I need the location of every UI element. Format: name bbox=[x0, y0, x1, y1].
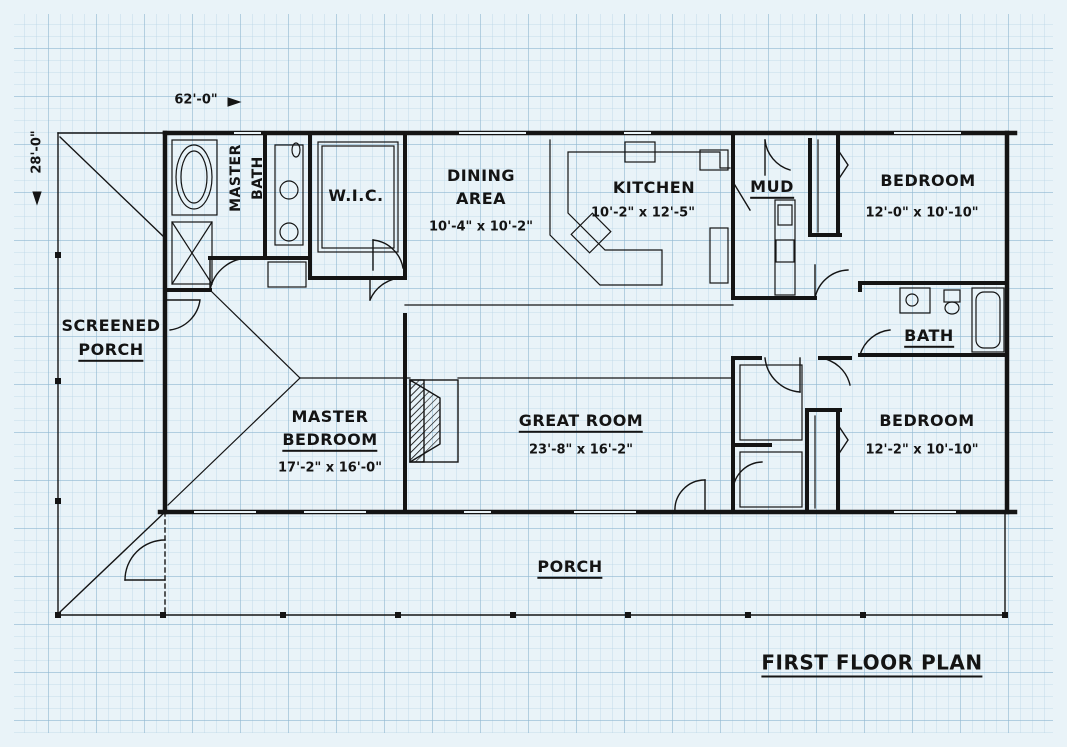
mud-fixtures bbox=[774, 199, 796, 296]
overall-depth-dimension: 28'-0" bbox=[29, 130, 45, 174]
exterior-walls bbox=[157, 130, 1018, 515]
windows bbox=[194, 132, 961, 513]
screened-porch-label-line1: SCREENED bbox=[61, 315, 161, 335]
bedroom-top-dimensions: 12'-0" x 10'-10" bbox=[865, 205, 979, 221]
grid bbox=[14, 14, 1053, 733]
kitchen-dimensions: 10'-2" x 12'-5" bbox=[590, 205, 696, 221]
kitchen-label: KITCHEN bbox=[612, 177, 696, 197]
interior-walls bbox=[163, 131, 1009, 514]
great-room-dimensions: 23'-8" x 16'-2" bbox=[528, 442, 634, 458]
plan-title: FIRST FLOOR PLAN bbox=[761, 650, 983, 678]
porch-posts bbox=[55, 252, 1008, 618]
master-bedroom-dimensions: 17'-2" x 16'-0" bbox=[277, 460, 383, 476]
bedroom-top-label: BEDROOM bbox=[880, 170, 976, 190]
bedroom-bottom-dimensions: 12'-2" x 10'-10" bbox=[865, 442, 979, 458]
bedroom-bottom-label: BEDROOM bbox=[879, 410, 975, 430]
kitchen-fixtures bbox=[549, 139, 731, 286]
great-room-label: GREAT ROOM bbox=[518, 410, 644, 433]
bath-fixtures bbox=[899, 287, 1005, 353]
width-arrow-icon bbox=[227, 97, 242, 107]
dining-area-dimensions: 10'-4" x 10'-2" bbox=[428, 219, 534, 235]
porch-label: PORCH bbox=[537, 556, 603, 579]
screened-porch-outline bbox=[57, 132, 1006, 616]
mud-room-label: MUD bbox=[750, 176, 794, 199]
dining-area-label-line1: DINING bbox=[446, 165, 516, 185]
master-bath-label-line2: BATH bbox=[249, 156, 266, 200]
vaulted-ceiling-lines bbox=[167, 289, 734, 506]
master-bath-fixtures bbox=[171, 139, 307, 288]
master-bedroom-label-line1: MASTER bbox=[291, 406, 369, 426]
master-bath-label-line1: MASTER bbox=[227, 144, 244, 212]
screened-porch-label-line2: PORCH bbox=[78, 339, 144, 362]
closet-shelving bbox=[739, 139, 819, 509]
bath-label: BATH bbox=[904, 325, 954, 348]
depth-arrow-icon bbox=[32, 191, 42, 206]
fireplace bbox=[409, 379, 459, 463]
overall-width-dimension: 62'-0" bbox=[174, 92, 218, 108]
master-bedroom-label-line2: BEDROOM bbox=[282, 429, 378, 452]
dining-area-label-line2: AREA bbox=[455, 188, 507, 208]
wic-shelving bbox=[317, 141, 399, 253]
wic-label: W.I.C. bbox=[328, 185, 384, 205]
doors bbox=[124, 139, 891, 581]
